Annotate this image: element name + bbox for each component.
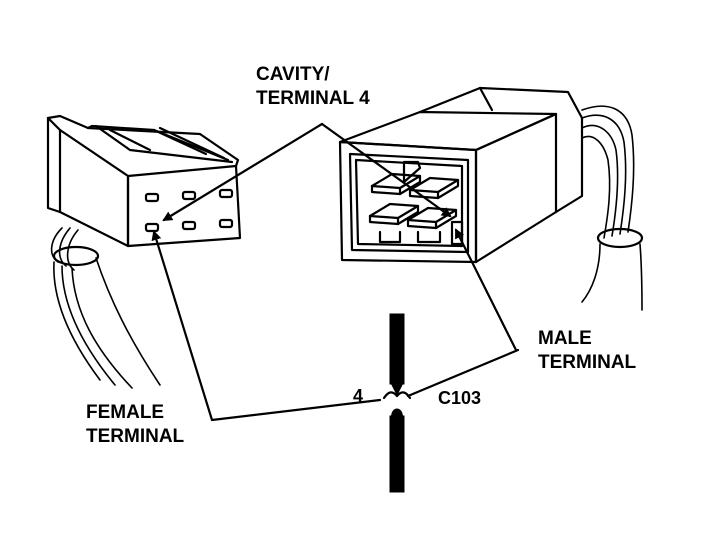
female-label-line2: TERMINAL [86, 426, 185, 447]
cavity-label-line2: TERMINAL 4 [256, 88, 370, 109]
male-pins [368, 160, 464, 246]
arrow-to-female-cavity [162, 122, 324, 222]
female-label-line1: FEMALE [86, 402, 164, 423]
female-cavity-4 [144, 222, 160, 233]
male-label-line2: TERMINAL [538, 352, 637, 373]
female-cavities [144, 188, 234, 233]
male-wire-bundle [581, 105, 644, 311]
pin-number-label: 4 [353, 386, 363, 406]
arrow-to-male-cavity [320, 122, 452, 218]
female-wire-bundle [50, 227, 161, 389]
line-symbol-to-male [406, 348, 520, 398]
female-connector [46, 114, 242, 389]
male-label-line1: MALE [538, 328, 592, 349]
connector-id-label: C103 [438, 388, 481, 408]
arrow-to-male-pin [454, 228, 518, 352]
arrow-to-female-pin [151, 230, 382, 422]
cavity-label-line1: CAVITY/ [256, 64, 330, 85]
male-connector [338, 86, 644, 311]
leader-lines [151, 122, 520, 422]
circuit-wire [382, 313, 412, 493]
